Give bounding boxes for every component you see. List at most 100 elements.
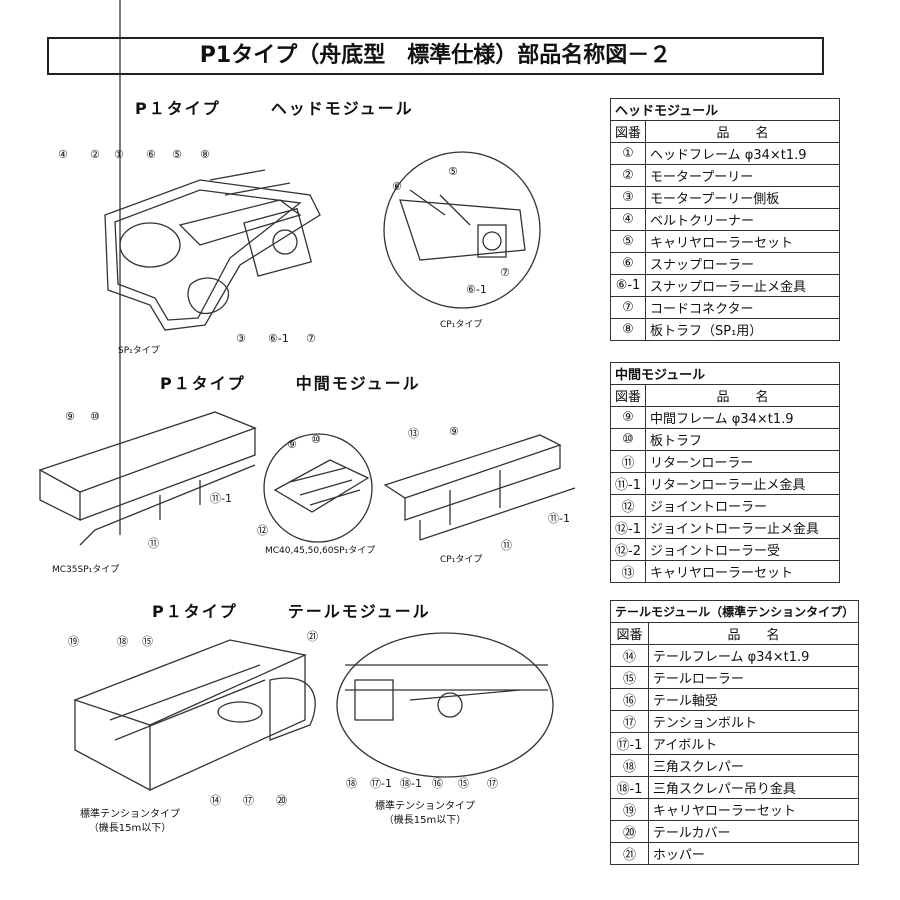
row-num: ⑪: [610, 450, 646, 473]
row-num: ⑥-1: [610, 274, 646, 297]
row-name: テールローラー: [647, 666, 860, 689]
section-title-b: 中間モジュール: [295, 374, 421, 393]
caption-line: （機長15m以下）: [88, 823, 172, 834]
row-name: 板トラフ（SP₁用）: [645, 318, 840, 341]
row-num: ⑱-1: [610, 776, 649, 799]
row-num: ③: [610, 186, 646, 209]
callout: ⑱: [346, 777, 357, 790]
callout: ⑥-1: [268, 332, 289, 345]
section-title-head: P１タイプヘッドモジュール: [135, 95, 414, 119]
mid-right-drawing: [383, 434, 576, 541]
mid-left-drawing: [38, 0, 257, 546]
row-name: テールカバー: [647, 820, 860, 843]
row-name: ジョイントローラー: [645, 494, 840, 517]
col-num-header: 図番: [610, 120, 646, 143]
row-num: ⑳: [610, 820, 649, 843]
row-num: ⑰: [610, 710, 649, 733]
callout: ⑥: [146, 148, 156, 161]
callout: ⑰: [487, 777, 498, 790]
callout: ⑥: [392, 180, 402, 193]
row-name: スナップローラー: [645, 252, 840, 275]
row-name: ヘッドフレーム φ34×t1.9: [645, 142, 840, 165]
row-name: スナップローラー止メ金具: [645, 274, 840, 297]
caption-cp1-mid: CP₁タイプ: [440, 555, 483, 565]
row-name: リターンローラー止メ金具: [645, 472, 840, 495]
row-name: キャリヤローラーセット: [645, 560, 840, 583]
callout: ⑯: [432, 777, 443, 790]
row-name: モータープーリー: [645, 164, 840, 187]
row-num: ㉑: [610, 842, 649, 865]
row-name: キャリヤローラーセット: [645, 230, 840, 253]
callout: ⑩: [311, 433, 321, 446]
row-num: ④: [610, 208, 646, 231]
row-num: ⑱: [610, 754, 649, 777]
row-num: ⑦: [610, 296, 646, 319]
col-num-header: 図番: [610, 622, 649, 645]
mid-center-detail: [263, 433, 373, 543]
callout: ⑳: [276, 794, 287, 807]
caption-line: （機長15m以下）: [383, 815, 467, 826]
caption-line: 標準テンションタイプ: [80, 809, 180, 820]
row-num: ⑫: [610, 494, 646, 517]
row-num: ②: [610, 164, 646, 187]
row-num: ⑤: [610, 230, 646, 253]
callout: ⑪: [501, 539, 512, 552]
row-name: キャリヤローラーセット: [647, 798, 860, 821]
callout: ⑤: [172, 148, 182, 161]
callout: ⑪-1: [548, 512, 570, 525]
callout: ⑱: [117, 635, 128, 648]
callout: ㉑: [307, 630, 318, 643]
callout: ①: [114, 148, 124, 161]
callout: ③: [236, 332, 246, 345]
callout: ④: [58, 148, 68, 161]
row-name: テンションボルト: [647, 710, 860, 733]
row-num: ⑨: [610, 406, 646, 429]
row-num: ⑲: [610, 798, 649, 821]
row-num: ⑮: [610, 666, 649, 689]
callout: ⑱-1: [400, 777, 422, 790]
callout: ⑩: [90, 410, 100, 423]
callout: ⑮: [458, 777, 469, 790]
caption-cp1-head: CP₁タイプ: [440, 320, 483, 330]
callout: ⑧: [200, 148, 210, 161]
row-num: ⑥: [610, 252, 646, 275]
row-name: 三角スクレパー吊り金具: [647, 776, 860, 799]
callout: ⑨: [65, 410, 75, 423]
callout: ⑥-1: [466, 283, 487, 296]
head-cp1-detail: [383, 151, 541, 309]
row-name: テール軸受: [647, 688, 860, 711]
row-num: ⑭: [610, 644, 649, 667]
caption-tail-right: 標準テンションタイプ （機長15m以下）: [375, 800, 475, 828]
col-name-header: 品 名: [645, 384, 840, 407]
page-title: P1タイプ（舟底型 標準仕様）部品名称図－２: [47, 37, 824, 75]
caption-tail-left: 標準テンションタイプ （機長15m以下）: [80, 808, 180, 836]
row-num: ⑬: [610, 560, 646, 583]
callout: ⑮: [142, 635, 153, 648]
section-title-a: P１タイプ: [152, 602, 238, 621]
section-title-b: テールモジュール: [287, 602, 431, 621]
caption-mc40: MC40,45,50,60SP₁タイプ: [265, 546, 376, 556]
caption-mc35: MC35SP₁タイプ: [52, 565, 120, 575]
row-name: ホッパー: [647, 842, 860, 865]
callout: ⑦: [500, 266, 510, 279]
caption-sp1: SP₁タイプ: [118, 346, 160, 356]
row-num: ①: [610, 142, 646, 165]
table-title: テールモジュール（標準テンションタイプ）: [609, 600, 860, 623]
col-name-header: 品 名: [647, 622, 860, 645]
tail-right-detail: [336, 632, 554, 778]
callout: ⑲: [68, 635, 79, 648]
col-num-header: 図番: [610, 384, 646, 407]
